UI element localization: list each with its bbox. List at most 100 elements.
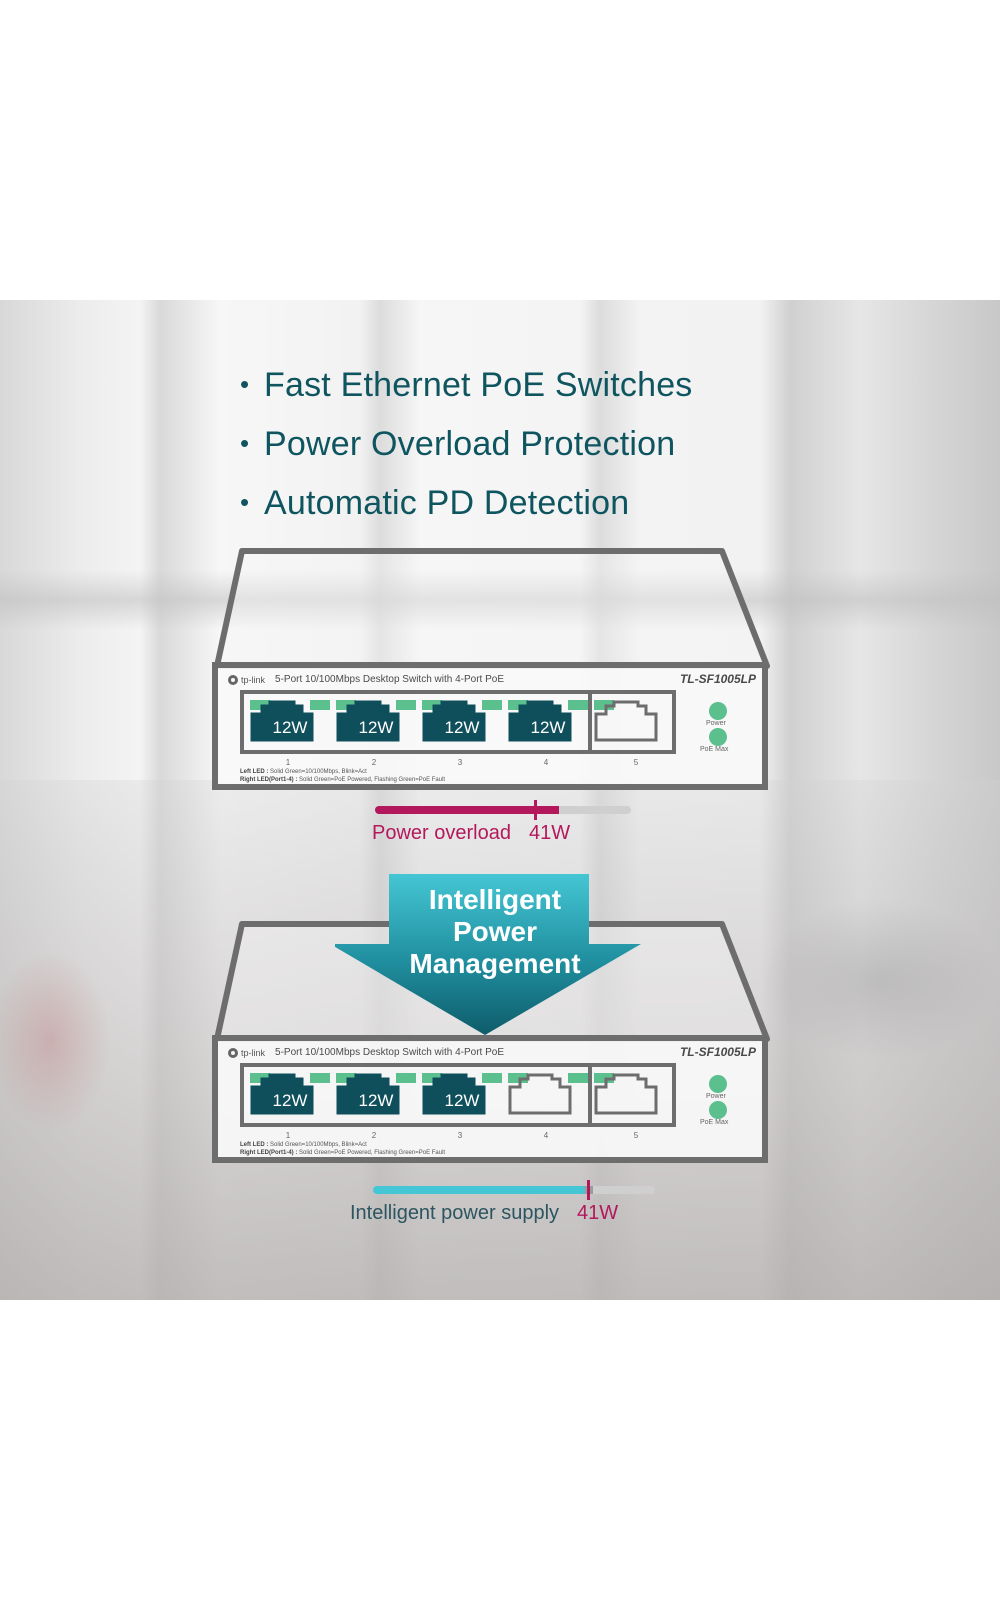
port-number: 4 — [543, 758, 549, 767]
port-number: 2 — [371, 758, 377, 767]
ethernet-port-5 — [594, 700, 674, 750]
left-led-icon — [508, 700, 528, 710]
port-number: 5 — [633, 1131, 639, 1140]
poe-port-group: 12W 12W 12W — [240, 1063, 592, 1127]
status-led-icon — [709, 728, 727, 746]
switch-front-panel: tp-link 5-Port 10/100Mbps Desktop Switch … — [212, 662, 768, 790]
port-power-label: 12W — [272, 718, 308, 737]
arrow-text-line: Power — [452, 916, 538, 947]
left-led-icon — [250, 700, 270, 710]
rj45-port-icon — [508, 1073, 572, 1115]
status-led-label: Power — [706, 720, 726, 727]
rj45-port-icon — [594, 1073, 658, 1115]
overload-budget: 41W — [528, 822, 571, 844]
port-power-label: 12W — [358, 718, 394, 737]
uplink-port-group — [588, 1063, 676, 1127]
rj45-port-icon — [594, 700, 658, 742]
rj45-port-icon — [336, 1073, 400, 1115]
switch-front-panel: tp-link 5-Port 10/100Mbps Desktop Switch … — [212, 1035, 768, 1163]
status-led-icon — [709, 1075, 727, 1093]
left-led-icon — [594, 700, 614, 710]
left-led-icon — [422, 1073, 442, 1083]
rj45-port-icon — [250, 700, 314, 742]
left-led-icon — [422, 700, 442, 710]
right-led-icon — [310, 1073, 330, 1083]
tp-link-logo-icon: tp-link — [228, 1047, 266, 1058]
port-number: 1 — [285, 758, 291, 767]
led-legend: Left LED : Solid Green=10/100Mbps, Blink… — [240, 1141, 445, 1157]
power-bar-intelligent — [373, 1180, 655, 1200]
intelligent-label: Intelligent power supply — [350, 1202, 560, 1224]
port-number: 3 — [457, 1131, 463, 1140]
right-led-icon — [482, 1073, 502, 1083]
rj45-port-icon — [422, 700, 486, 742]
rj45-port-icon — [250, 1073, 314, 1115]
left-led-icon — [508, 1073, 528, 1083]
port-power-label: 12W — [358, 1091, 394, 1110]
ethernet-port-3: 12W — [422, 1073, 502, 1123]
right-led-icon — [396, 700, 416, 710]
port-power-label: 12W — [272, 1091, 308, 1110]
right-led-icon — [568, 700, 588, 710]
status-led-label: PoE Max — [700, 1119, 729, 1126]
ethernet-port-1: 12W — [250, 1073, 330, 1123]
poe-port-group: 12W 12W 12W 12W — [240, 690, 592, 754]
power-bar-overload — [375, 800, 631, 820]
ethernet-port-5 — [594, 1073, 674, 1123]
feature-item: •Power Overload Protection — [240, 425, 676, 463]
ethernet-port-2: 12W — [336, 700, 416, 750]
model-name: TL-SF1005LP — [679, 1045, 756, 1059]
feature-list: •Fast Ethernet PoE Switches •Power Overl… — [240, 355, 693, 532]
port-power-label: 12W — [444, 1091, 480, 1110]
device-description: 5-Port 10/100Mbps Desktop Switch with 4-… — [275, 1047, 505, 1058]
rj45-port-icon — [508, 700, 572, 742]
left-led-icon — [594, 1073, 614, 1083]
port-number: 1 — [285, 1131, 291, 1140]
rj45-port-icon — [422, 1073, 486, 1115]
ethernet-port-1: 12W — [250, 700, 330, 750]
port-number: 3 — [457, 758, 463, 767]
intelligent-power-management-arrow: Intelligent Power Management — [330, 870, 655, 1050]
feature-text: Power Overload Protection — [264, 425, 676, 463]
ethernet-port-4: 12W — [508, 700, 588, 750]
left-led-icon — [336, 700, 356, 710]
arrow-text-line: Management — [409, 948, 581, 979]
status-led-label: PoE Max — [700, 746, 729, 753]
port-number: 5 — [633, 758, 639, 767]
status-led-label: Power — [706, 1093, 726, 1100]
feature-item: •Automatic PD Detection — [240, 484, 630, 522]
power-bar-fill — [375, 806, 560, 814]
power-bar-fill — [373, 1186, 585, 1194]
legend-text: Solid Green=10/100Mbps, Blink=Act — [270, 769, 367, 775]
model-name: TL-SF1005LP — [679, 672, 756, 686]
right-led-icon — [396, 1073, 416, 1083]
legend-title: Right LED(Port1-4) : — [240, 1150, 298, 1156]
port-number: 4 — [543, 1131, 549, 1140]
brand-name: tp-link — [241, 1047, 266, 1058]
down-arrow-icon — [330, 874, 641, 1035]
port-power-label: 12W — [444, 718, 480, 737]
right-led-icon — [568, 1073, 588, 1083]
arrow-text-line: Intelligent — [428, 884, 562, 915]
brand-name: tp-link — [241, 674, 266, 685]
left-led-icon — [336, 1073, 356, 1083]
power-budget-marker — [533, 800, 537, 820]
feature-text: Automatic PD Detection — [264, 484, 630, 522]
port-number: 2 — [371, 1131, 377, 1140]
rj45-port-icon — [336, 700, 400, 742]
legend-text: Solid Green=PoE Powered, Flashing Green=… — [299, 1150, 446, 1156]
overload-caption: Power overload 41W — [372, 822, 570, 845]
feature-item: •Fast Ethernet PoE Switches — [240, 366, 693, 404]
overload-label: Power overload — [372, 822, 511, 844]
intelligent-budget: 41W — [577, 1202, 619, 1224]
brand-line: tp-link 5-Port 10/100Mbps Desktop Switch … — [228, 1047, 504, 1058]
status-led-icon — [709, 702, 727, 720]
intelligent-caption: Intelligent power supply 41W — [350, 1202, 618, 1225]
switch-before: tp-link 5-Port 10/100Mbps Desktop Switch … — [212, 548, 772, 798]
brand-line: tp-link 5-Port 10/100Mbps Desktop Switch … — [228, 674, 504, 685]
ethernet-port-2: 12W — [336, 1073, 416, 1123]
device-description: 5-Port 10/100Mbps Desktop Switch with 4-… — [275, 674, 505, 685]
legend-title: Right LED(Port1-4) : — [240, 777, 298, 783]
power-budget-marker — [587, 1180, 591, 1200]
legend-text: Solid Green=10/100Mbps, Blink=Act — [270, 1142, 367, 1148]
